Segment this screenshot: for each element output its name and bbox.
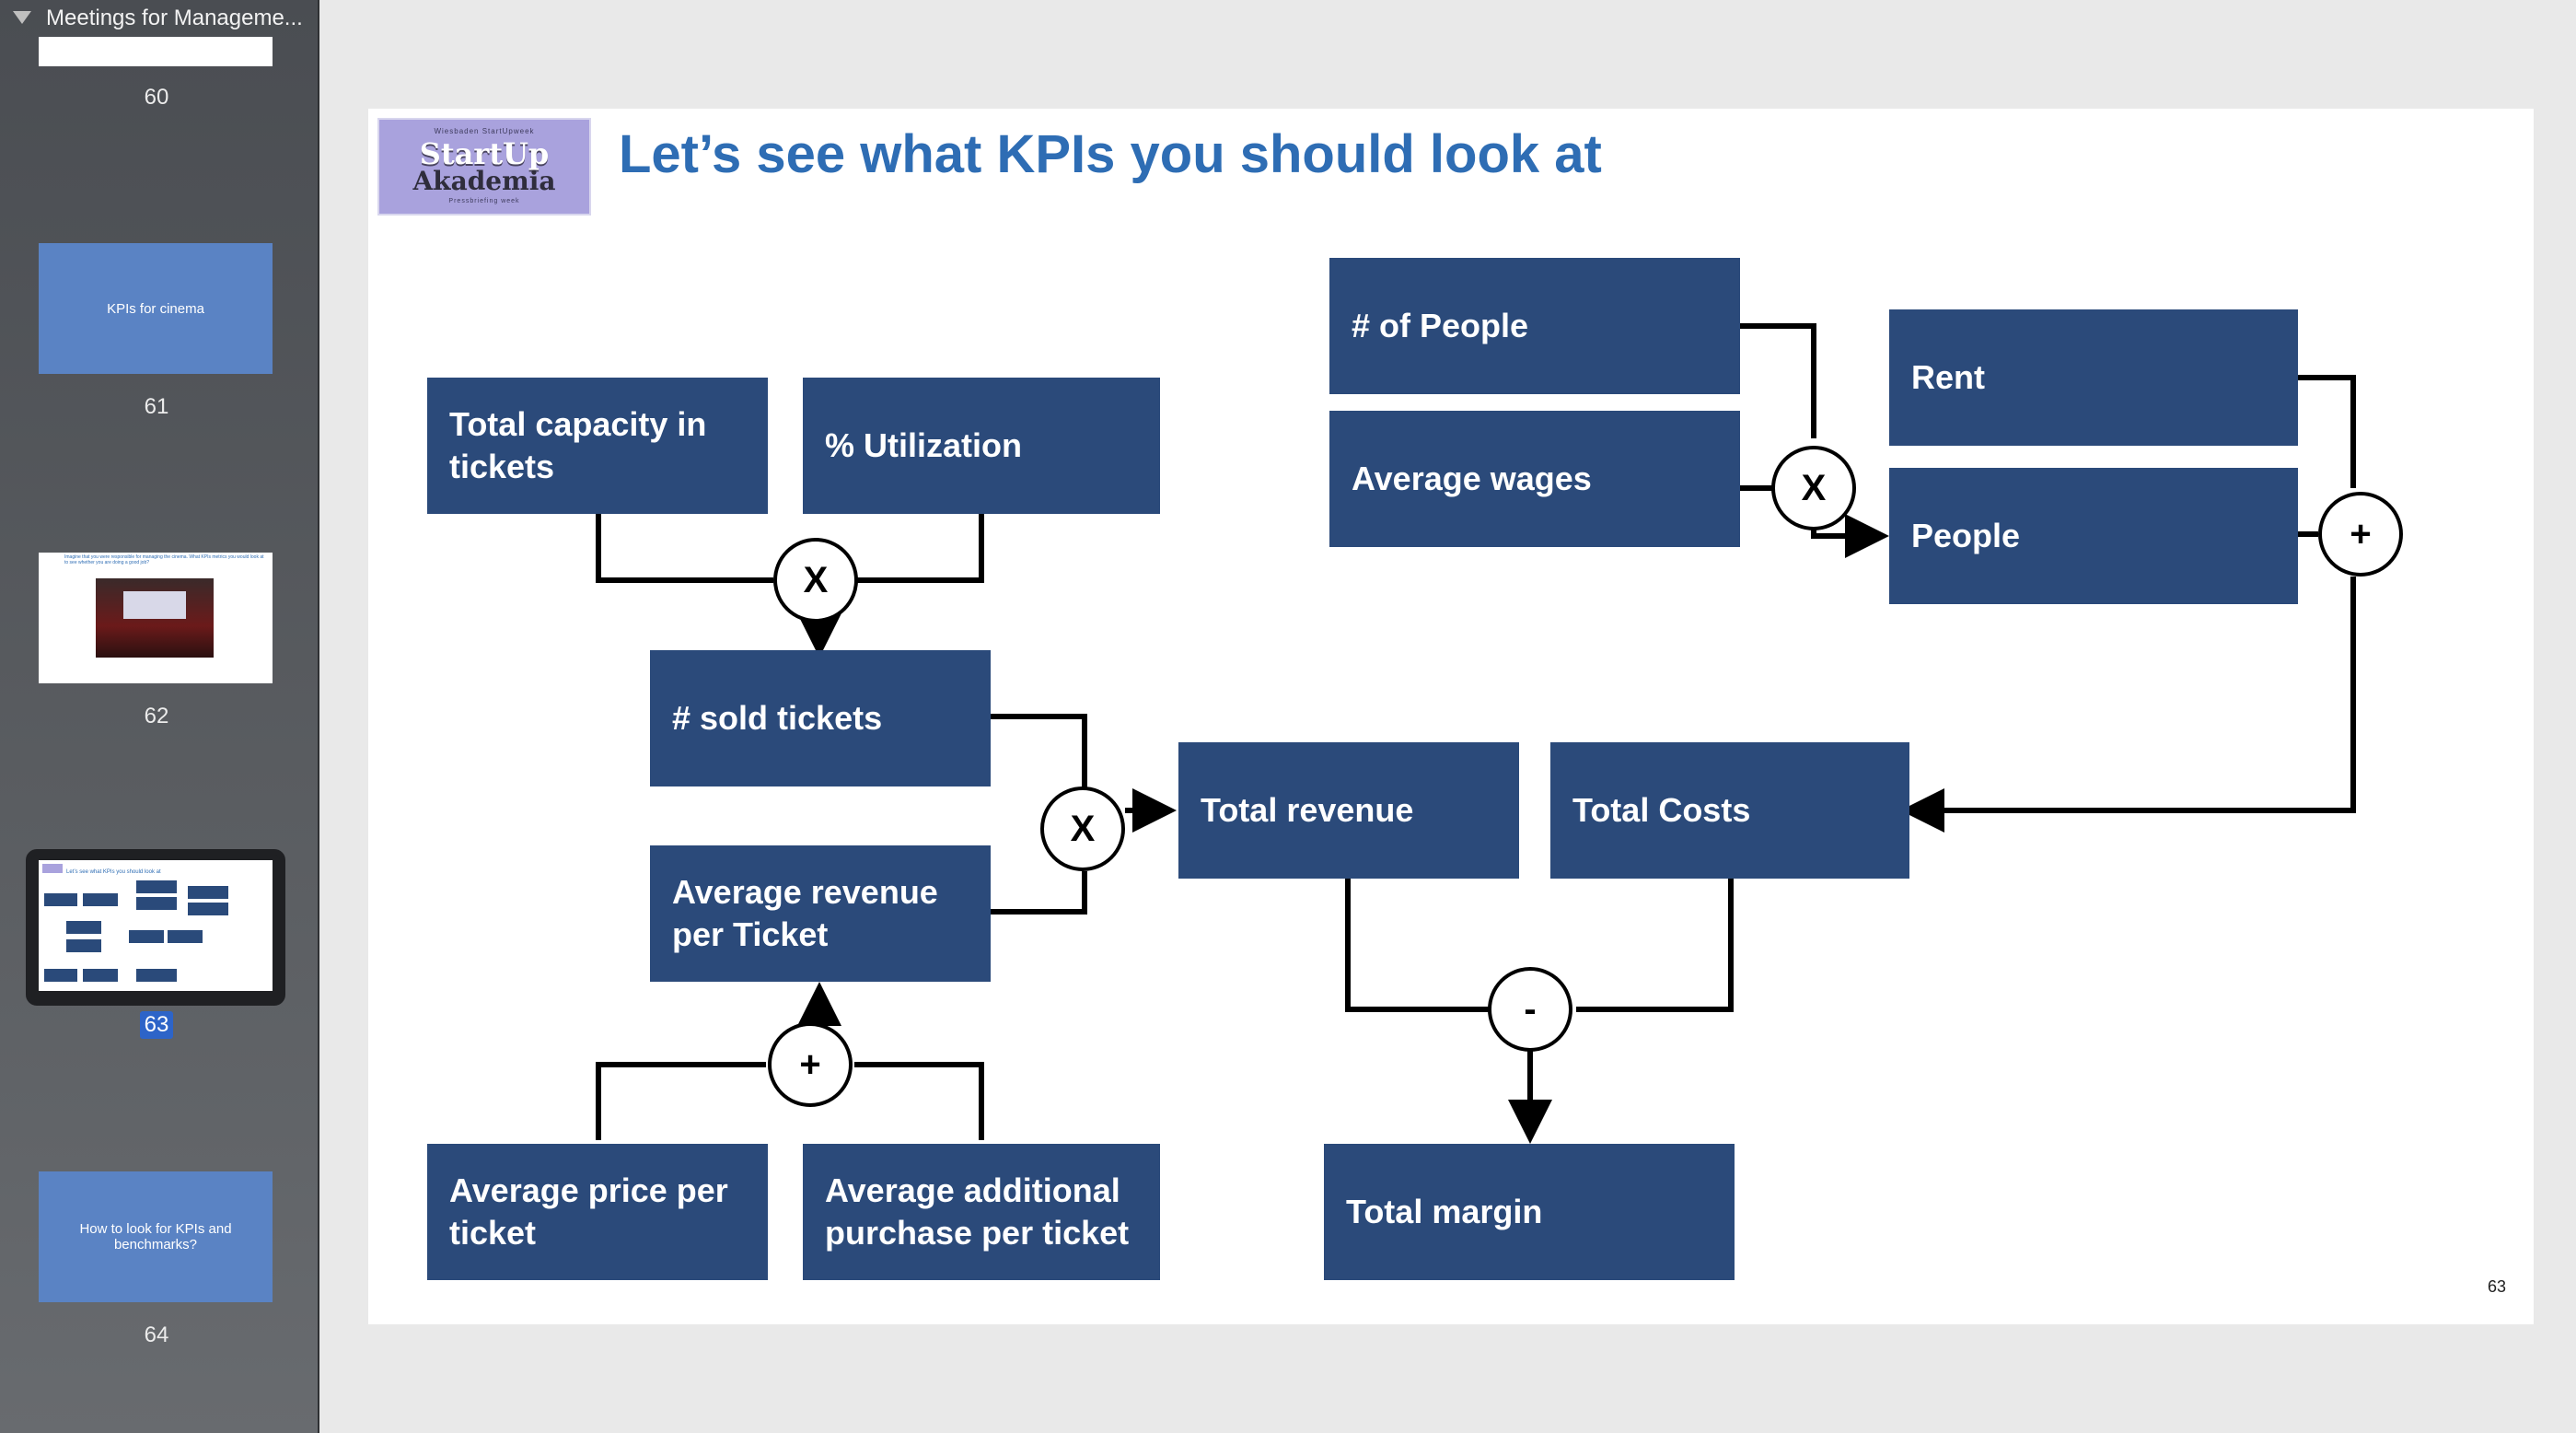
slide-number-63: 63	[140, 1011, 173, 1039]
box-people: People	[1889, 468, 2298, 604]
cinema-image	[96, 578, 214, 658]
connector-avg-additional	[854, 1062, 984, 1140]
slide-canvas: Wiesbaden StartUpweek StartUp Akademia P…	[368, 109, 2534, 1324]
thumbnail-text: Imagine that you were responsible for ma…	[64, 554, 264, 565]
thumbnail-text: KPIs for cinema	[107, 300, 204, 317]
box-total-costs: Total Costs	[1550, 742, 1909, 879]
connector-total-costs	[1576, 879, 1734, 1012]
thumbnail-text: How to look for KPIs and benchmarks?	[79, 1221, 232, 1252]
multiply-operator: X	[1040, 786, 1125, 871]
box-avg-wages: Average wages	[1329, 411, 1740, 547]
box-utilization: % Utilization	[803, 378, 1160, 514]
plus-operator: +	[768, 1022, 853, 1107]
slide-number-60: 60	[144, 85, 169, 110]
box-num-people: # of People	[1329, 258, 1740, 394]
slide-number-64: 64	[144, 1322, 169, 1347]
box-avg-price-per-ticket: Average price per ticket	[427, 1144, 768, 1280]
page-number: 63	[2487, 1277, 2506, 1296]
slide-title: Let’s see what KPIs you should look at	[619, 124, 1602, 184]
box-avg-additional-purchase: Average additional purchase per ticket	[803, 1144, 1160, 1280]
connector-total-revenue	[1345, 879, 1490, 1012]
box-rent: Rent	[1889, 309, 2298, 446]
slide-thumbnail-61[interactable]: KPIs for cinema	[39, 243, 273, 374]
plus-operator: +	[2318, 492, 2403, 577]
box-total-margin: Total margin	[1324, 1144, 1735, 1280]
connector-avg-revenue	[991, 871, 1087, 915]
startup-akademia-logo: Wiesbaden StartUpweek StartUp Akademia P…	[377, 118, 591, 216]
box-total-revenue: Total revenue	[1178, 742, 1519, 879]
sidebar-header[interactable]: Meetings for Manageme...	[0, 0, 318, 37]
box-total-capacity: Total capacity in tickets	[427, 378, 768, 514]
slide-thumbnail-64[interactable]: How to look for KPIs and benchmarks?	[39, 1171, 273, 1302]
box-avg-revenue-per-ticket: Average revenue per Ticket	[650, 845, 991, 982]
slide-thumbnail-60[interactable]	[39, 37, 273, 66]
connector-rent	[2298, 375, 2356, 488]
slide-number-62: 62	[144, 704, 169, 728]
minus-operator: -	[1488, 967, 1572, 1052]
box-sold-tickets: # sold tickets	[650, 650, 991, 786]
slide-sidebar: Meetings for Manageme... 60 KPIs for cin…	[0, 0, 319, 1433]
multiply-operator: X	[1771, 446, 1856, 530]
connector-avg-price	[596, 1062, 766, 1140]
slide-thumbnail-62[interactable]: Imagine that you were responsible for ma…	[39, 553, 273, 683]
thumbnail-text: Let’s see what KPIs you should look at	[66, 869, 161, 875]
multiply-operator: X	[773, 538, 858, 623]
connector-num-people	[1740, 323, 1816, 438]
connector-to-total-costs	[1900, 577, 2356, 833]
connector-to-people	[1811, 514, 1889, 558]
presentation-title: Meetings for Manageme...	[46, 6, 303, 30]
connector-utilization	[814, 514, 984, 583]
connector-capacity	[596, 514, 773, 583]
connector-lines	[596, 323, 2356, 1144]
disclosure-triangle-icon[interactable]	[13, 11, 31, 24]
slide-number-61: 61	[144, 394, 169, 419]
slide-thumbnail-63[interactable]: Let’s see what KPIs you should look at	[39, 860, 273, 991]
